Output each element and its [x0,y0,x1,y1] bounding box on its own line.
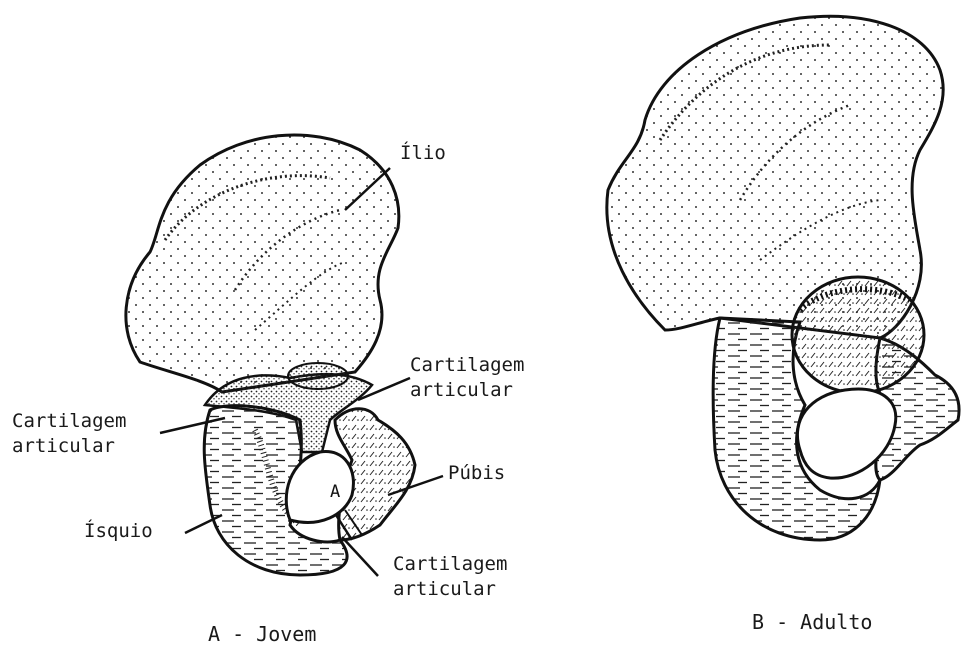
caption-young: A - Jovem [208,622,316,646]
ilium-young [126,135,399,392]
label-cartilage-lower-line1: Cartilagem [393,552,507,576]
young-hip-bone [126,135,415,575]
acetabulum-adult [792,277,924,393]
label-cartilage-lower-line2: articular [393,577,496,601]
label-ilium: Ílio [400,141,446,165]
label-ischium: Ísquio [84,519,153,543]
caption-adult: B - Adulto [752,610,872,634]
label-cartilage-upper-line1: Cartilagem [410,353,524,377]
label-pubis: Púbis [448,461,505,485]
marker-a: A [330,482,340,502]
label-cartilage-left-line2: articular [12,434,115,458]
adult-hip-bone [607,16,959,540]
label-cartilage-left-line1: Cartilagem [12,409,126,433]
acetabulum-dark [288,363,348,389]
label-cartilage-upper-line2: articular [410,378,513,402]
